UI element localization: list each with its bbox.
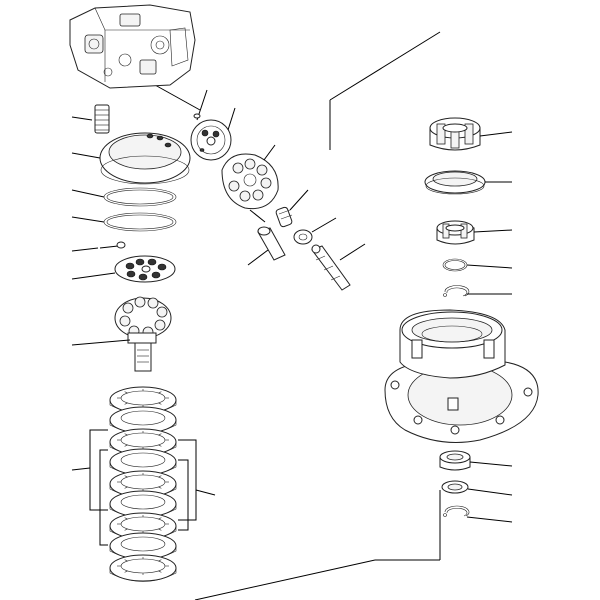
leader-check-spring [289, 189, 309, 211]
motor-housing [69, 4, 196, 89]
ref-line-bottom-diagonal [194, 559, 376, 600]
seal-washer [441, 480, 469, 494]
leader-cylinder-lower [249, 209, 266, 223]
leader-plates-right [195, 489, 216, 496]
gear-case [384, 309, 539, 443]
leader-piston-shaft [71, 339, 131, 346]
snap-ring-upper [442, 258, 468, 272]
clutch-plate-stack [109, 386, 177, 582]
leader-roller-bearing-small [469, 461, 513, 467]
leader-valve-spool [339, 243, 366, 261]
ref-line-top-diagonal [329, 31, 441, 101]
valve-pin [193, 113, 201, 119]
leader-brake-ring [71, 152, 101, 159]
o-ring-upper [103, 187, 177, 207]
leader-bearing-lower [473, 229, 513, 233]
bearing-lower [436, 220, 475, 245]
bearing-upper [429, 117, 481, 151]
leader-circlip-lower [466, 516, 513, 523]
clutch-plate [109, 490, 177, 518]
valve-spool [311, 244, 351, 291]
leader-plates-left [71, 467, 91, 471]
leader-cylinder-block [263, 144, 276, 161]
cylinder-block [221, 153, 279, 210]
brake-ring [99, 132, 191, 185]
leader-bearing-upper [479, 131, 513, 137]
clutch-plate [109, 554, 177, 582]
plunger [257, 226, 286, 261]
leader-seal-ring [311, 217, 337, 233]
clutch-plate [109, 386, 177, 414]
retainer-plate [114, 255, 176, 283]
leader-valve-plate [227, 107, 236, 131]
seal-ring [293, 229, 313, 245]
leader-o-ring-upper [71, 189, 105, 198]
plate-brackets [89, 429, 197, 546]
bearing-cup [424, 170, 486, 195]
roller-bearing-small [439, 450, 471, 471]
ref-line-housing-link [154, 84, 201, 111]
circlip-lower [443, 505, 470, 517]
spring-stack [94, 104, 110, 134]
valve-plate [190, 119, 232, 161]
clutch-plate [109, 532, 177, 560]
check-spring [275, 206, 293, 228]
leader-pin [71, 247, 99, 252]
leader-spring [71, 116, 93, 121]
leader-plunger [247, 249, 269, 266]
reference-lines [154, 31, 441, 600]
leader-snap-ring-upper [466, 264, 513, 269]
leader-o-ring-lower [71, 216, 105, 223]
piston-shaft-assembly [114, 296, 172, 372]
pin [99, 241, 126, 249]
circlip-upper [443, 285, 470, 297]
leader-seal-washer [467, 488, 513, 496]
o-ring-lower [103, 212, 177, 232]
clutch-plate [109, 406, 177, 434]
leader-retainer-plate [71, 272, 116, 280]
